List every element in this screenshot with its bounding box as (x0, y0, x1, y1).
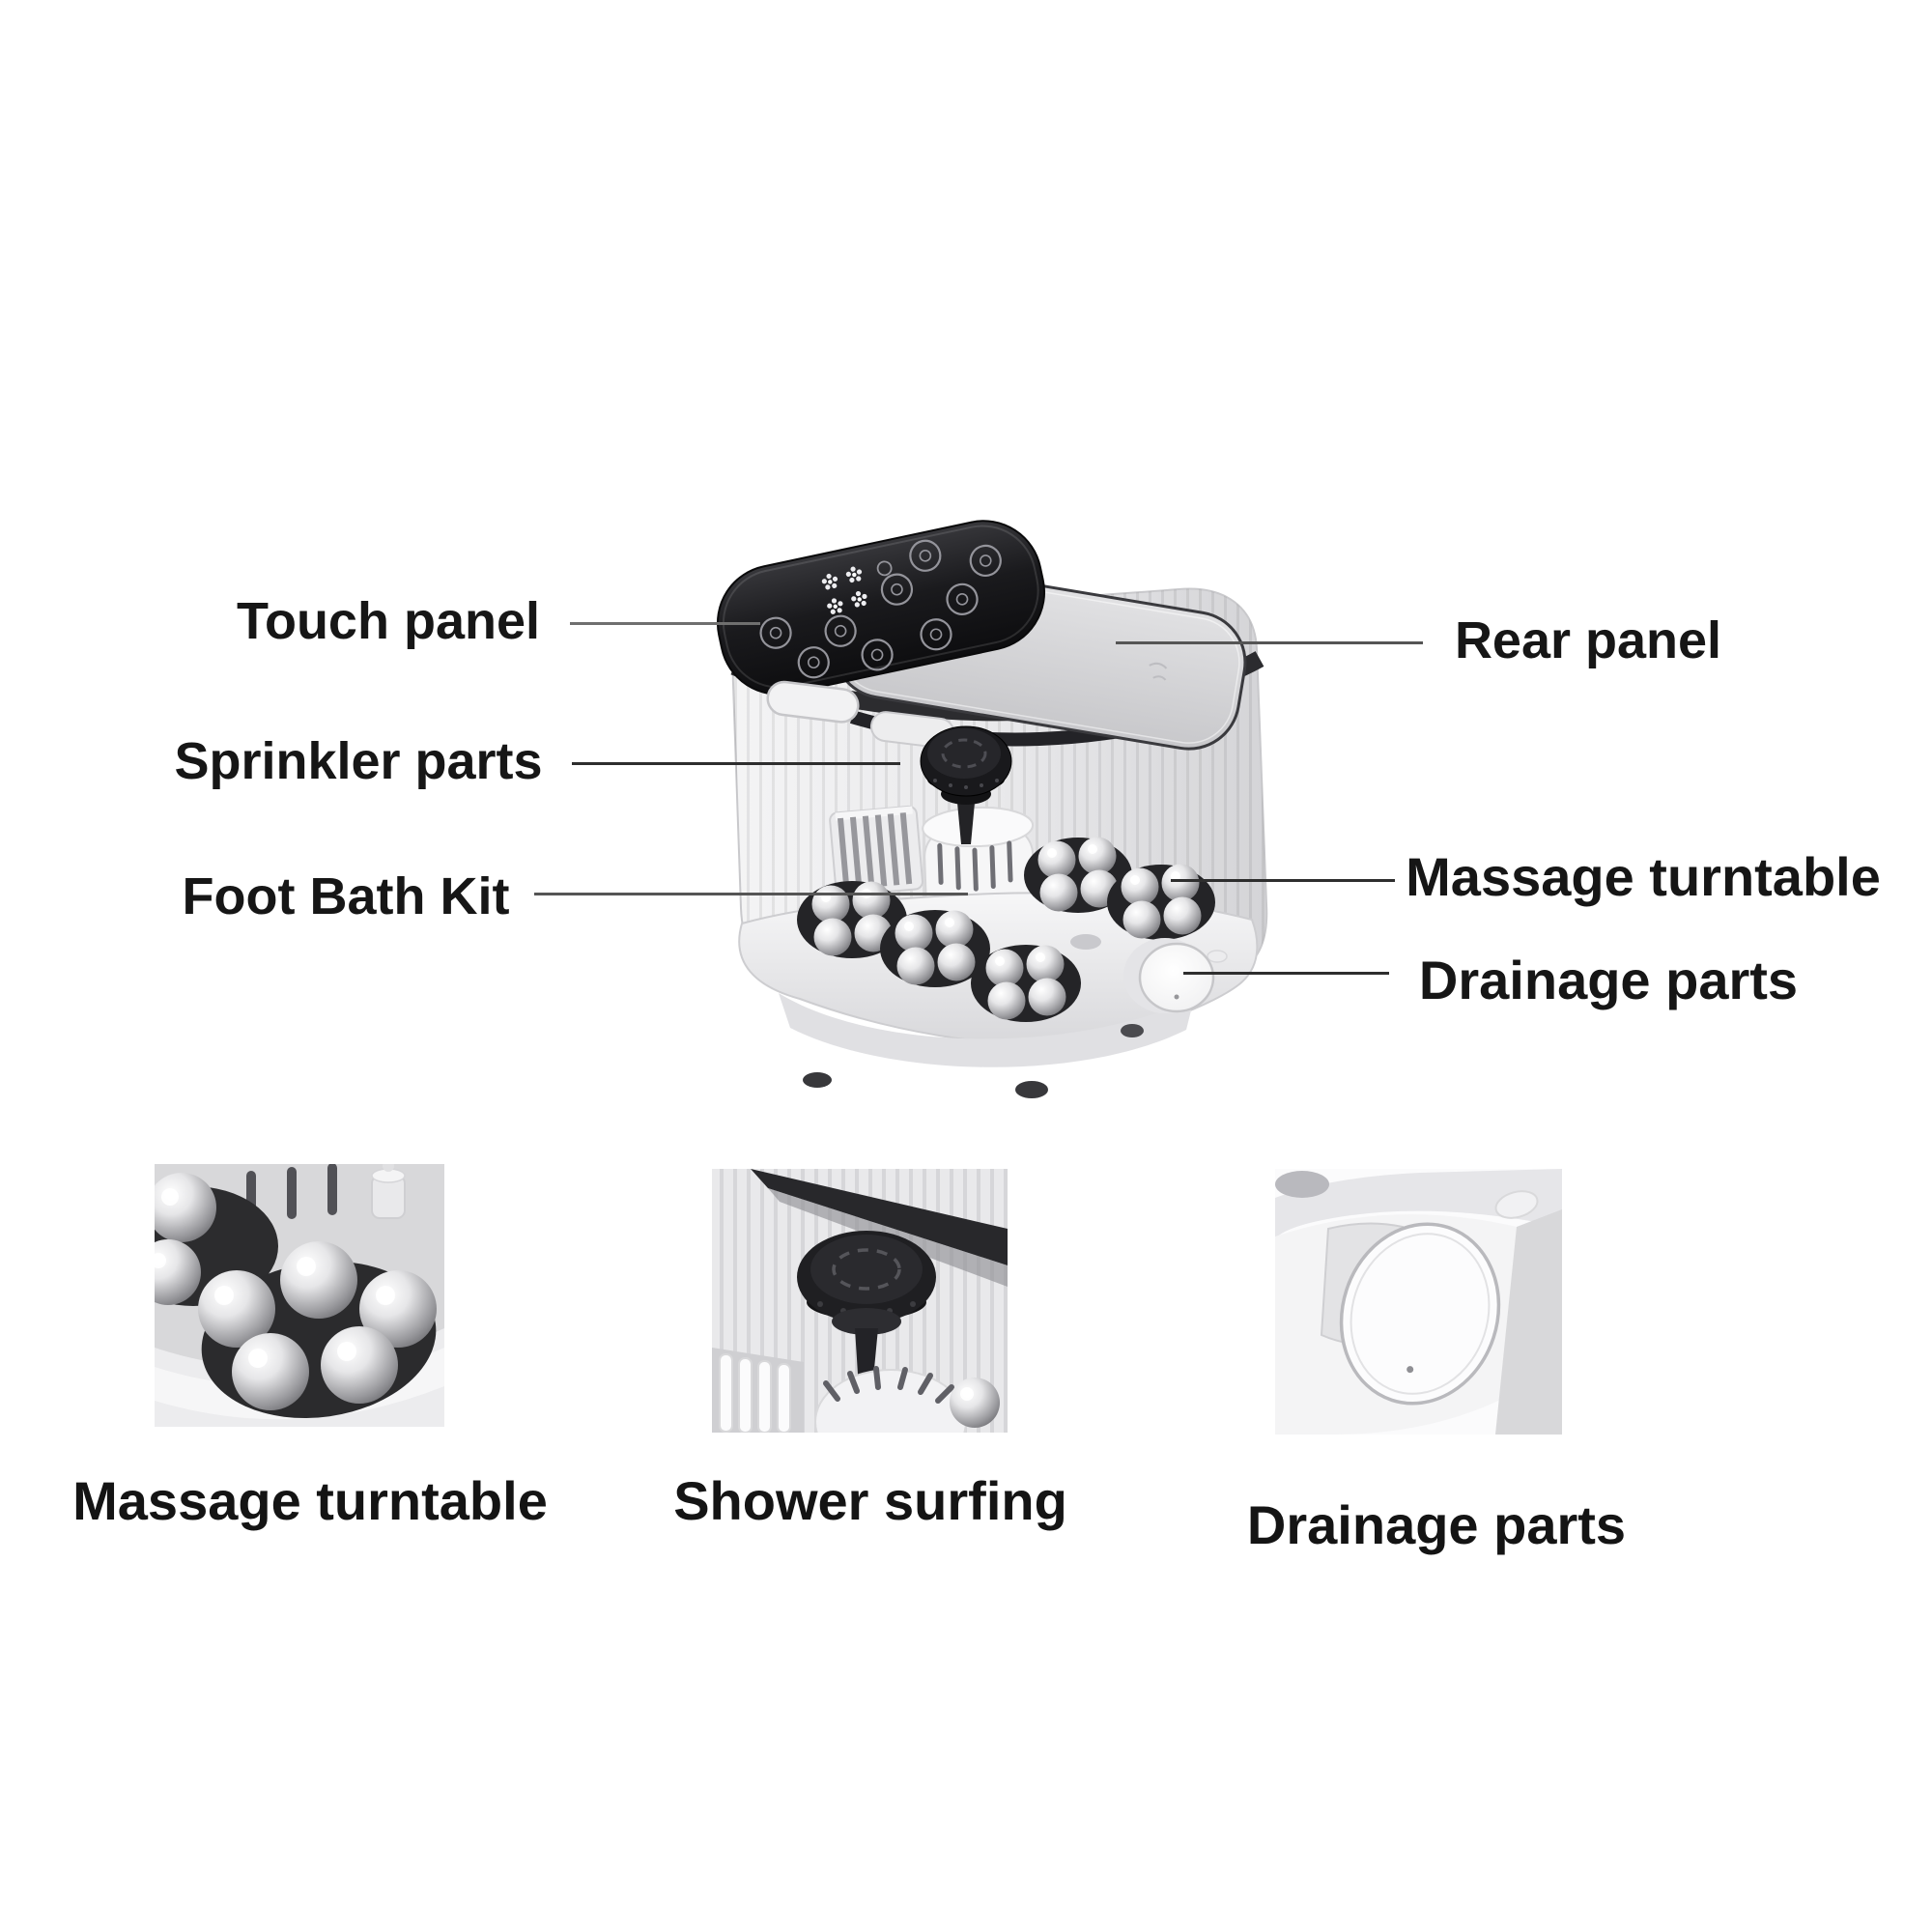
small-cylinder (371, 1164, 406, 1219)
leader-line-massage-turntable (1171, 879, 1395, 882)
thumbnail-shower-surfing (712, 1169, 1008, 1433)
thumbnail-drainage-parts (1275, 1169, 1562, 1435)
leader-line-drainage-parts (1183, 972, 1389, 975)
leader-line-sprinkler-parts (572, 762, 900, 765)
product-illustration (541, 502, 1294, 1121)
label-drainage-parts: Drainage parts (1418, 949, 1799, 1010)
leader-line-touch-panel (570, 622, 760, 625)
touch-panel-graphic (716, 520, 1046, 696)
caption-drainage-parts: Drainage parts (1246, 1493, 1627, 1555)
massage-turntables-graphic (797, 837, 1215, 1022)
drain-knob-closeup (1339, 1222, 1501, 1406)
sprinkler-graphic (920, 725, 1012, 844)
drainage-knob-graphic (1123, 938, 1215, 1013)
label-touch-panel: Touch panel (236, 592, 540, 650)
perforated-dome (814, 1366, 967, 1433)
caption-shower-surfing: Shower surfing (673, 1469, 1067, 1531)
fin-block (712, 1348, 804, 1433)
feet (803, 1024, 1144, 1098)
label-massage-turntable: Massage turntable (1406, 845, 1881, 907)
label-sprinkler-parts: Sprinkler parts (174, 732, 543, 790)
caption-massage-turntable: Massage turntable (72, 1469, 548, 1531)
leader-line-foot-bath-kit (534, 893, 968, 895)
sprinkler-head-closeup (797, 1231, 936, 1389)
thumbnail-massage-turntable (155, 1164, 444, 1427)
label-foot-bath-kit: Foot Bath Kit (182, 867, 510, 925)
radiator-block (829, 805, 923, 897)
label-rear-panel: Rear panel (1454, 611, 1722, 669)
leader-line-rear-panel (1116, 641, 1423, 644)
